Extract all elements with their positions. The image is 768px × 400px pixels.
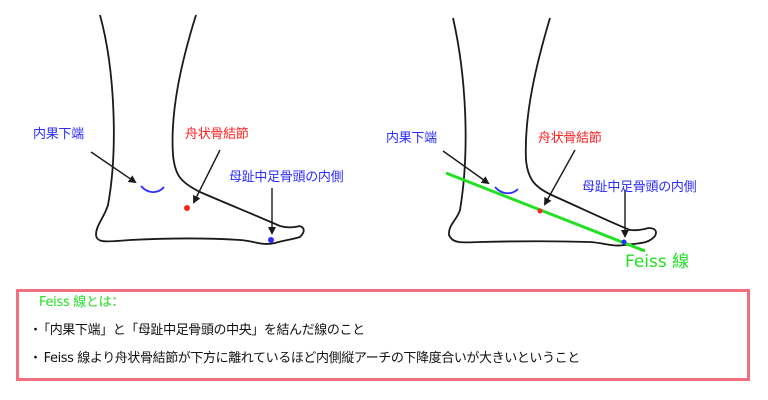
right-arrow-malleolus (442, 150, 490, 185)
left-foot-figure (90, 14, 305, 245)
left-navicular-dot (184, 205, 190, 211)
left-label-navicular-tuberosity: 舟状骨結節 (185, 127, 249, 142)
right-foot-outline-instep (524, 17, 649, 232)
definition-title: Feiss 線とは： (39, 295, 125, 310)
right-foot-figure (442, 17, 657, 253)
feiss-definition-box: Feiss 線とは： ・「内果下端」と「母趾中足骨頭の中央」を結んだ線のこと ・… (16, 289, 750, 381)
definition-text-1: 「内果下端」と「母趾中足骨頭の中央」を結んだ線のこと (43, 323, 366, 338)
right-navicular-dot (537, 208, 543, 214)
right-metatarsal-dot (621, 239, 627, 245)
left-medial-malleolus-arc (140, 185, 165, 194)
right-label-medial-malleolus: 内果下端 (386, 131, 437, 146)
bullet-point: ・ (29, 323, 42, 338)
feiss-line (445, 171, 646, 253)
right-arrow-navicular (544, 149, 576, 206)
left-label-first-metatarsal-head: 母趾中足骨頭の内側 (229, 170, 344, 185)
left-metatarsal-dot (268, 237, 274, 243)
right-foot-outline-heel (448, 17, 481, 244)
left-foot-outline-sole (129, 225, 305, 245)
definition-line-2: ・Feiss 線より舟状骨結節が下方に離れているほど内側縦アーチの下降度合いが大… (29, 350, 580, 368)
definition-line-1: ・「内果下端」と「母趾中足骨頭の中央」を結んだ線のこと (29, 322, 365, 340)
left-arrow-malleolus (90, 151, 137, 184)
right-label-navicular-tuberosity: 舟状骨結節 (538, 131, 602, 146)
feiss-line-label: Feiss 線 (625, 252, 690, 272)
left-foot-outline-heel (95, 14, 131, 243)
left-foot-outline-instep (171, 14, 301, 229)
left-label-medial-malleolus: 内果下端 (33, 127, 84, 142)
definition-text-2: Feiss 線より舟状骨結節が下方に離れているほど内側縦アーチの下降度合いが大き… (43, 351, 581, 366)
right-foot-outline-sole (479, 227, 657, 247)
right-medial-malleolus-arc (494, 186, 519, 195)
feiss-line-figures (90, 14, 657, 253)
left-arrow-navicular (193, 149, 221, 204)
bullet-point: ・ (29, 351, 42, 366)
right-label-first-metatarsal-head: 母趾中足骨頭の内側 (582, 180, 697, 195)
